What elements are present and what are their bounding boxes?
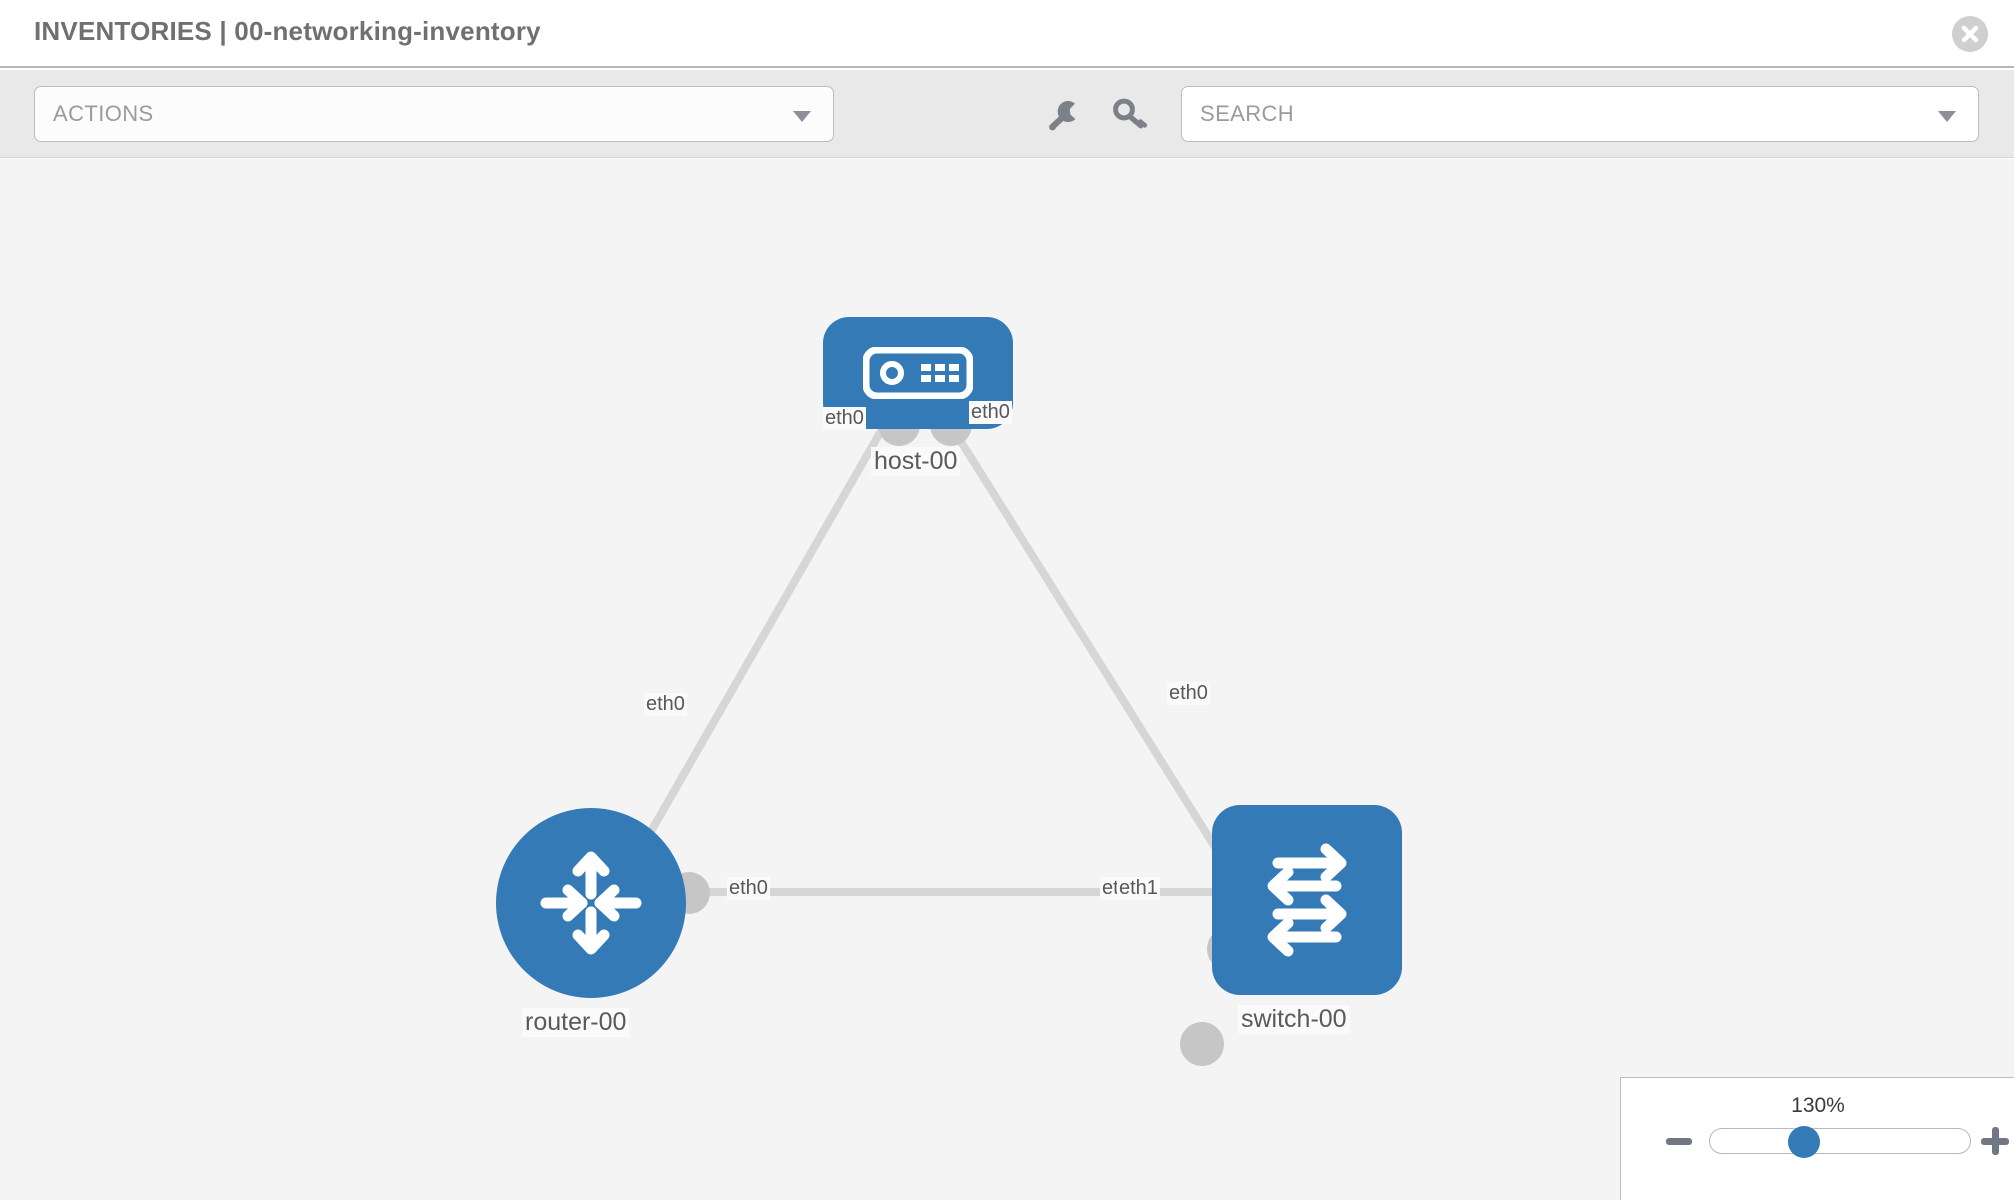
edge-label-router-switch-target-b: eth1 <box>1117 877 1160 900</box>
router-icon <box>540 851 642 955</box>
search-input[interactable]: SEARCH <box>1181 86 1979 142</box>
page-title: INVENTORIES | 00-networking-inventory <box>34 16 541 46</box>
toolbar: ACTIONS SEARCH <box>0 70 2014 158</box>
actions-dropdown-label: ACTIONS <box>53 101 154 126</box>
key-icon[interactable] <box>1110 94 1152 136</box>
wrench-glyph <box>1049 101 1076 131</box>
minus-icon[interactable] <box>1666 1138 1692 1145</box>
node-switch-00[interactable]: switch-00 <box>1212 805 1402 1034</box>
port-switch-west[interactable] <box>1180 1022 1224 1066</box>
actions-dropdown[interactable]: ACTIONS <box>34 86 834 142</box>
search-chevron-down-icon[interactable] <box>1938 111 1956 122</box>
edge-label-router-switch-source: eth0 <box>727 877 770 900</box>
edge-label-switch-host-target: eth0 <box>1167 682 1210 705</box>
server-icon <box>863 347 973 399</box>
zoom-slider-track[interactable] <box>1709 1128 1971 1154</box>
edge-label-router-host-target: eth0 <box>644 693 687 716</box>
node-router-00[interactable]: router-00 <box>496 808 686 1037</box>
switch-icon <box>1267 843 1347 957</box>
close-glyph <box>1961 25 1979 43</box>
edge-label-host-switch-source: eth0 <box>969 401 1012 424</box>
topology-links <box>611 421 1239 896</box>
link-host-switch[interactable] <box>946 421 1239 882</box>
node-router-00-shape[interactable] <box>496 808 686 998</box>
zoom-slider-thumb[interactable] <box>1788 1126 1820 1158</box>
chevron-down-icon <box>793 111 811 122</box>
topology-canvas[interactable]: host-00 router-00 <box>0 159 2014 1200</box>
link-host-router[interactable] <box>611 422 889 896</box>
search-placeholder: SEARCH <box>1200 101 1295 126</box>
plus-icon[interactable] <box>1981 1127 2009 1155</box>
page-header: INVENTORIES | 00-networking-inventory <box>0 0 2014 68</box>
node-host-00-label: host-00 <box>871 447 961 476</box>
wrench-icon[interactable] <box>1043 94 1085 136</box>
node-switch-00-shape[interactable] <box>1212 805 1402 995</box>
edge-label-host-router-source: eth0 <box>823 407 866 430</box>
node-switch-00-label: switch-00 <box>1238 1005 1350 1034</box>
key-glyph <box>1113 98 1148 129</box>
close-icon[interactable] <box>1952 16 1988 52</box>
node-router-00-label: router-00 <box>522 1008 630 1037</box>
zoom-level-value: 130% <box>1791 1094 1845 1117</box>
zoom-control-panel: 130% <box>1620 1077 2014 1200</box>
